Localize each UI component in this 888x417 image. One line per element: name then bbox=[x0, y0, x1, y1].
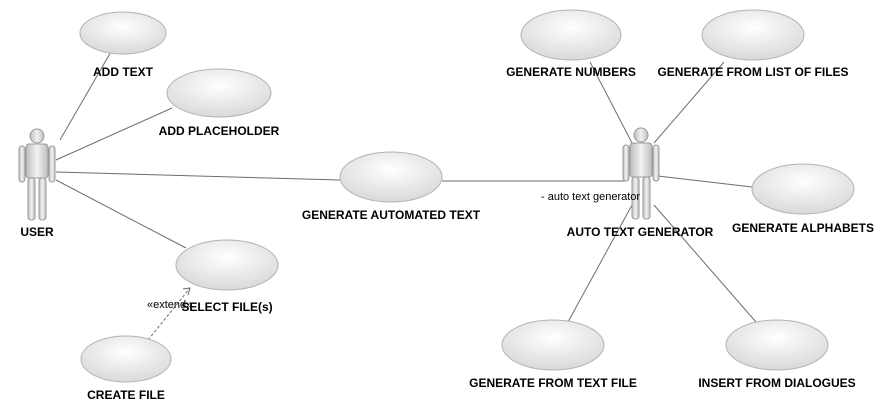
use-case-add-text[interactable] bbox=[79, 11, 167, 55]
link-user-add-placeholder bbox=[55, 107, 173, 161]
use-case-generate-numbers[interactable] bbox=[520, 9, 622, 61]
link-user-select-files bbox=[55, 179, 187, 249]
label-add-text: ADD TEXT bbox=[93, 65, 154, 79]
actor-user-body bbox=[25, 143, 49, 179]
use-case-generate-automated-text[interactable] bbox=[339, 151, 443, 203]
actor-auto-head bbox=[633, 127, 649, 143]
label-extend-stereotype: «extend» bbox=[147, 299, 192, 311]
extend-arrowhead bbox=[182, 287, 191, 296]
use-case-select-files[interactable] bbox=[175, 239, 279, 291]
actor-auto-arm-left bbox=[622, 144, 630, 182]
actor-user-leg-left bbox=[27, 177, 36, 221]
actor-user-arm-right bbox=[48, 145, 56, 183]
actor-user-leg-right bbox=[38, 177, 47, 221]
actor-auto-arm-right bbox=[652, 144, 660, 182]
use-cases bbox=[79, 9, 855, 383]
label-actor-auto-role: - auto text generator bbox=[541, 191, 640, 203]
extend-link bbox=[147, 287, 191, 341]
use-case-add-placeholder[interactable] bbox=[166, 68, 272, 118]
actor-auto-leg-right bbox=[642, 176, 651, 220]
link-auto-generate-alphabets bbox=[657, 175, 753, 188]
link-auto-generate-numbers bbox=[589, 61, 633, 144]
use-case-create-file[interactable] bbox=[80, 335, 172, 383]
actor-user-arm-left bbox=[18, 145, 26, 183]
label-generate-automated-text: GENERATE AUTOMATED TEXT bbox=[302, 208, 481, 222]
link-user-add-text bbox=[59, 49, 113, 141]
actor-user[interactable] bbox=[18, 128, 56, 221]
connectors bbox=[55, 49, 757, 341]
actor-auto-text-generator[interactable] bbox=[622, 127, 660, 220]
link-user-generate-automated-text bbox=[55, 171, 341, 181]
link-auto-insert-from-dialogues bbox=[653, 204, 757, 323]
actor-auto-body bbox=[629, 142, 653, 178]
link-auto-generate-from-text-file bbox=[567, 204, 633, 323]
label-generate-from-list: GENERATE FROM LIST OF FILES bbox=[657, 65, 848, 79]
label-generate-from-text-file: GENERATE FROM TEXT FILE bbox=[469, 376, 637, 390]
use-case-insert-from-dialogues[interactable] bbox=[725, 319, 829, 371]
label-insert-from-dialogues: INSERT FROM DIALOGUES bbox=[698, 376, 855, 390]
actor-auto-leg-left bbox=[631, 176, 640, 220]
label-generate-alphabets: GENERATE ALPHABETS bbox=[732, 221, 874, 235]
label-add-placeholder: ADD PLACEHOLDER bbox=[159, 124, 280, 138]
labels: ADD TEXT ADD PLACEHOLDER GENERATE AUTOMA… bbox=[20, 65, 874, 402]
label-actor-auto: AUTO TEXT GENERATOR bbox=[567, 225, 714, 239]
label-actor-user: USER bbox=[20, 225, 54, 239]
label-generate-numbers: GENERATE NUMBERS bbox=[506, 65, 636, 79]
actor-user-head bbox=[29, 128, 45, 144]
link-auto-generate-from-list bbox=[653, 61, 725, 144]
use-case-generate-from-list[interactable] bbox=[701, 9, 805, 61]
use-case-generate-alphabets[interactable] bbox=[751, 163, 855, 215]
label-select-files: SELECT FILE(s) bbox=[181, 300, 272, 314]
label-create-file: CREATE FILE bbox=[87, 388, 165, 402]
use-case-generate-from-text-file[interactable] bbox=[501, 319, 605, 371]
